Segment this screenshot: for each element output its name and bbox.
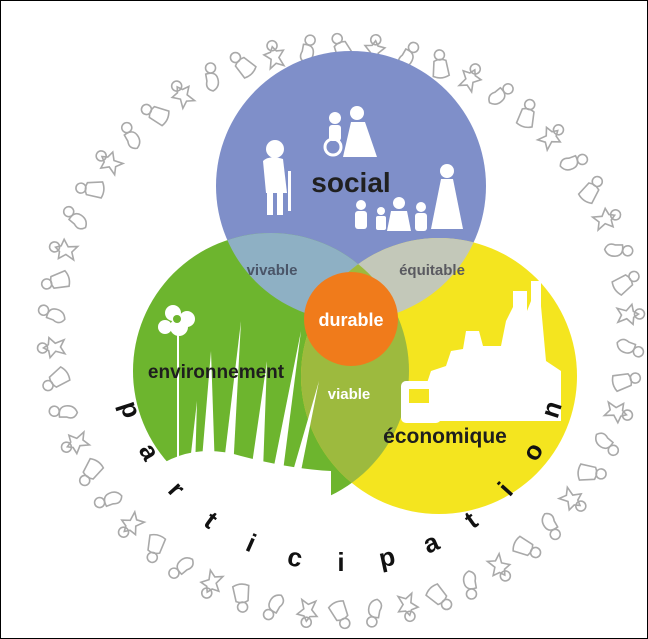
person-figure-icon [577, 463, 607, 481]
economique-label: économique [383, 425, 507, 448]
person-figure-icon [602, 400, 634, 425]
person-figure-icon [95, 150, 126, 177]
environnement-label: environnement [148, 362, 285, 383]
person-figure-icon [168, 557, 194, 579]
people-figures-icon [263, 106, 463, 231]
person-figure-icon [204, 62, 220, 92]
participation-letter: p [376, 541, 398, 574]
durable-label: durable [318, 310, 383, 330]
person-figure-icon [117, 509, 147, 538]
person-figure-icon [541, 512, 562, 541]
person-figure-icon [199, 568, 225, 599]
person-figure-icon [75, 181, 105, 199]
person-figure-icon [78, 457, 105, 487]
person-figure-icon [611, 270, 640, 297]
person-figure-icon [485, 551, 512, 582]
person-figure-icon [262, 594, 285, 621]
person-figure-icon [295, 597, 319, 629]
person-figure-icon [515, 98, 536, 129]
person-figure-icon [37, 304, 66, 324]
participation-letter: a [418, 526, 444, 560]
person-figure-icon [40, 269, 71, 290]
participation-letter: i [242, 528, 261, 558]
vivable-label: vivable [247, 262, 298, 279]
person-figure-icon [48, 237, 80, 262]
flower-grass-icon [151, 305, 331, 511]
durable-circle [304, 272, 398, 366]
participation-letter: a [133, 438, 166, 466]
person-figure-icon [170, 80, 197, 111]
person-figure-icon [62, 205, 88, 230]
person-figure-icon [615, 302, 646, 327]
person-figure-icon [262, 39, 286, 71]
person-figure-icon [327, 600, 351, 630]
person-figure-icon [425, 583, 453, 611]
person-figure-icon [590, 206, 622, 232]
person-figure-icon [603, 243, 634, 258]
participation-letter: i [337, 547, 344, 577]
person-figure-icon [146, 533, 167, 564]
person-figure-icon [457, 63, 483, 94]
person-figure-icon [432, 49, 451, 79]
viable-label: viable [328, 386, 371, 403]
person-figure-icon [396, 591, 420, 623]
person-figure-icon [488, 83, 514, 105]
person-figure-icon [48, 404, 79, 419]
social-label: social [311, 167, 390, 198]
people-ring-icon [36, 32, 646, 630]
person-figure-icon [229, 51, 257, 79]
person-figure-icon [120, 121, 141, 150]
person-figure-icon [93, 491, 123, 509]
person-figure-icon [231, 583, 250, 613]
person-figure-icon [611, 372, 642, 393]
person-figure-icon [556, 485, 587, 512]
person-figure-icon [616, 338, 645, 358]
city-wallet-icon [401, 281, 561, 423]
person-figure-icon [535, 124, 565, 153]
person-figure-icon [462, 570, 478, 600]
person-figure-icon [42, 365, 71, 392]
equitable-label: équitable [399, 262, 465, 279]
participation-letter: c [285, 541, 305, 573]
person-figure-icon [366, 598, 383, 628]
person-figure-icon [140, 103, 170, 127]
person-figure-icon [512, 535, 542, 559]
person-figure-icon [36, 335, 67, 360]
person-figure-icon [577, 175, 604, 205]
person-figure-icon [559, 153, 589, 171]
person-figure-icon [60, 430, 92, 456]
person-figure-icon [594, 432, 620, 457]
